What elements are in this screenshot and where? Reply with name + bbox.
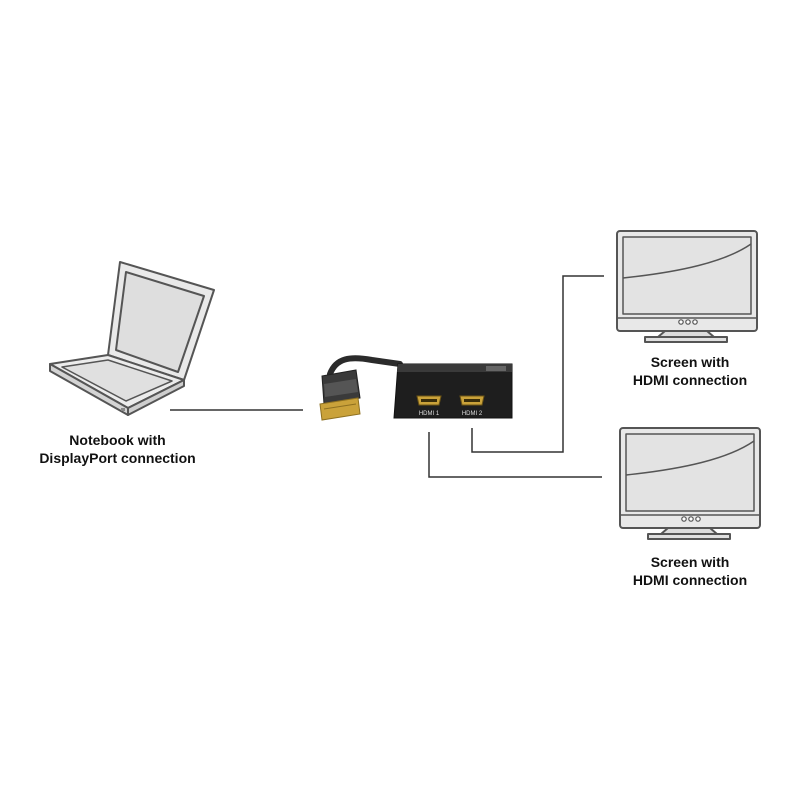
notebook-caption-line-1: Notebook with xyxy=(69,432,166,448)
screen-bottom-caption-line-1: Screen with xyxy=(650,554,730,570)
notebook-caption-line-2: DisplayPort connection xyxy=(39,450,196,466)
connection-line-hdmi-2 xyxy=(471,275,604,453)
hdmi-port-icon xyxy=(416,395,442,406)
screen-top-caption-line-1: Screen with xyxy=(650,354,730,370)
adapter-device: HDMI 1 HDMI 2 xyxy=(319,355,513,421)
displayport-connector-icon xyxy=(319,369,361,421)
notebook-caption: Notebook with DisplayPort connection xyxy=(20,431,215,467)
screen-top-caption: Screen with HDMI connection xyxy=(600,353,780,389)
hdmi-2-port-label: HDMI 2 xyxy=(462,411,483,417)
monitor-icon xyxy=(619,427,761,540)
screen-bottom-caption-line-2: HDMI connection xyxy=(632,572,748,588)
hdmi-1-port-label: HDMI 1 xyxy=(419,411,440,417)
monitor-icon xyxy=(616,230,758,343)
screen-bottom-caption: Screen with HDMI connection xyxy=(600,553,780,589)
screen-top-caption-line-2: HDMI connection xyxy=(632,372,748,388)
laptop-icon xyxy=(49,261,215,416)
hdmi-port-icon xyxy=(459,395,485,406)
connection-line-hdmi-1 xyxy=(428,432,602,478)
